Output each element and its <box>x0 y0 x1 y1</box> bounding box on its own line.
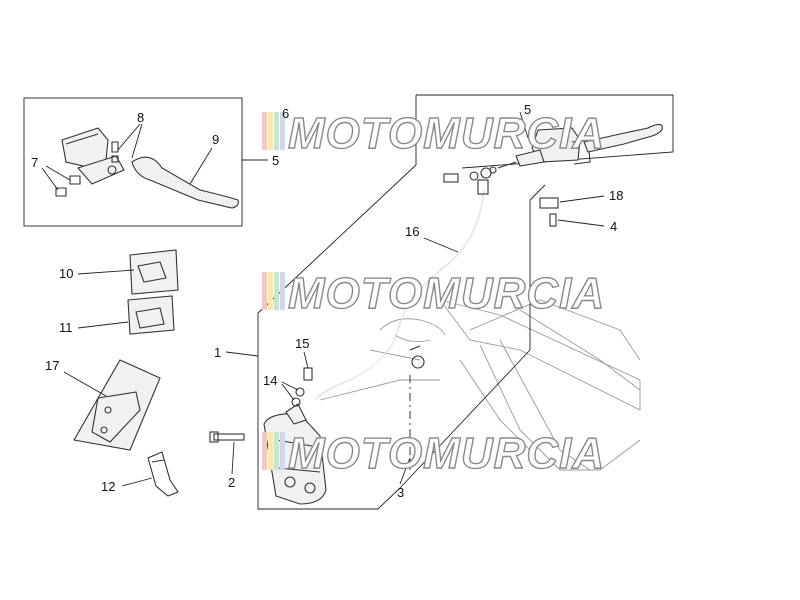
callout-4: 4 <box>610 219 617 234</box>
watermark-top: MOTOMURCIA <box>262 108 605 159</box>
pad-kit-10 <box>129 249 179 295</box>
svg-text:MOTOMURCIA: MOTOMURCIA <box>288 429 605 478</box>
bleed-screw-15 <box>303 367 313 381</box>
brake-hose <box>315 179 489 401</box>
callout-3: 3 <box>397 485 404 500</box>
callout-1: 1 <box>214 345 221 360</box>
callout-9: 9 <box>212 132 219 147</box>
hose-fitting <box>409 345 425 369</box>
callout-2: 2 <box>228 475 235 490</box>
frame-outline <box>319 299 641 471</box>
caliper-box <box>257 313 401 510</box>
brake-caliper <box>263 403 327 505</box>
left-master-box <box>23 97 243 227</box>
callout-6: 6 <box>282 106 289 121</box>
callout-5: 5 <box>272 153 279 168</box>
callout-12: 12 <box>101 479 115 494</box>
callout-8: 8 <box>137 110 144 125</box>
left-screws <box>55 141 119 197</box>
washers-14 <box>291 387 305 407</box>
right-brake-lever <box>583 123 663 153</box>
pad-kit-11 <box>127 295 175 335</box>
caliper-bolt-2 <box>209 431 245 443</box>
svg-text:MOTOMURCIA: MOTOMURCIA <box>288 109 605 158</box>
callout-labels: 8 9 7 5 6 5 18 4 16 10 11 1 15 17 14 2 3… <box>31 102 623 500</box>
callout-17: 17 <box>45 358 59 373</box>
right-banjo-parts <box>443 161 517 183</box>
callout-7: 7 <box>31 155 38 170</box>
callout-10: 10 <box>59 266 73 281</box>
leader-lines <box>41 111 605 487</box>
reservoir-clamp <box>539 197 559 227</box>
left-brake-lever <box>131 156 239 209</box>
watermark-bottom: MOTOMURCIA <box>262 428 605 479</box>
brake-pads-17 <box>73 359 161 451</box>
callout-18: 18 <box>609 188 623 203</box>
callout-15: 15 <box>295 336 309 351</box>
callout-5: 5 <box>524 102 531 117</box>
svg-text:MOTOMURCIA: MOTOMURCIA <box>288 269 605 318</box>
callout-14: 14 <box>263 373 277 388</box>
callout-11: 11 <box>59 320 73 335</box>
left-master-cylinder <box>61 127 125 185</box>
right-master-cylinder <box>515 127 591 167</box>
pad-spring-12 <box>147 451 179 497</box>
callout-16: 16 <box>405 224 419 239</box>
watermark-middle: MOTOMURCIA <box>262 268 605 319</box>
